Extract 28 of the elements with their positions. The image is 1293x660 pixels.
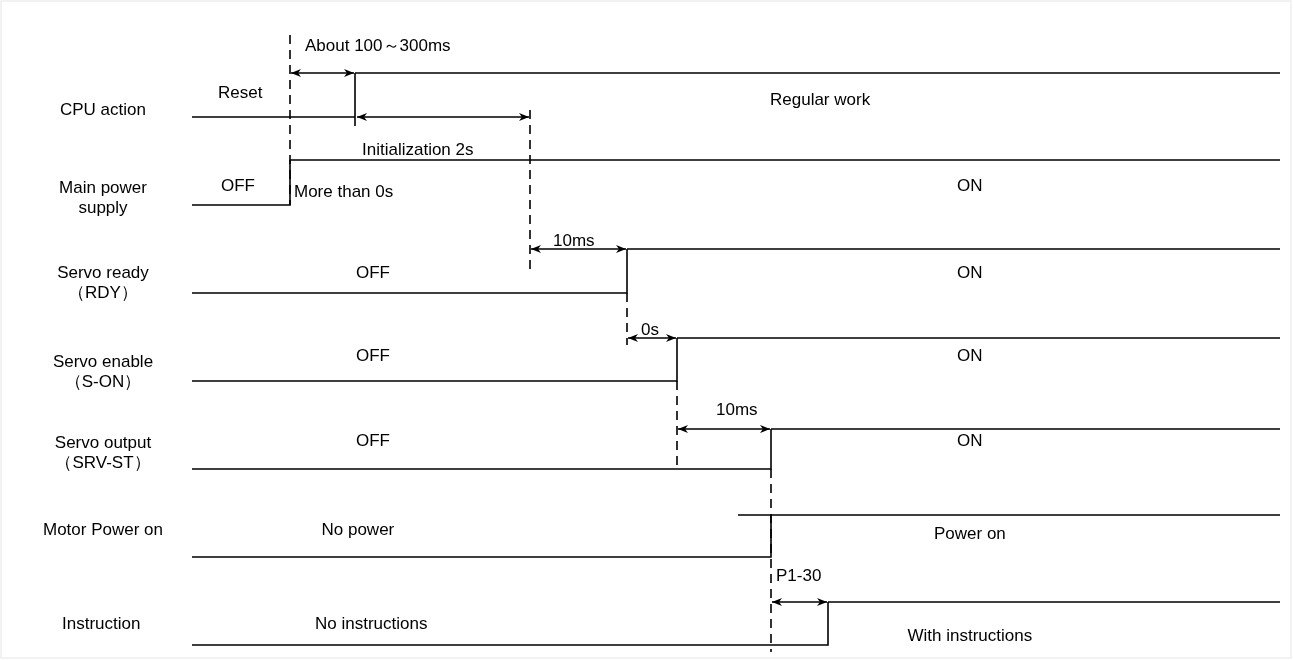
state-label: Power on <box>934 524 1006 544</box>
state-label: OFF <box>221 176 255 196</box>
signal-name: Motor Power on <box>43 520 163 540</box>
duration-label: 10ms <box>716 400 758 420</box>
duration-label: 10ms <box>553 231 595 251</box>
state-label: Regular work <box>770 90 871 110</box>
state-label: ON <box>957 176 983 196</box>
duration-label: Initialization 2s <box>362 140 474 160</box>
duration-label: More than 0s <box>294 182 394 202</box>
signal-name: CPU action <box>60 100 146 120</box>
state-label: ON <box>957 431 983 451</box>
state-label: With instructions <box>907 626 1033 646</box>
state-label: OFF <box>356 431 390 451</box>
state-label: No power <box>321 520 395 540</box>
state-label: No instructions <box>315 614 428 634</box>
signal-name: Servo enable （S-ON） <box>51 352 155 392</box>
state-label: Reset <box>218 83 263 103</box>
state-label: OFF <box>356 346 390 366</box>
signal-name: Servo output （SRV-ST） <box>53 433 153 473</box>
parameter-label: P1-30 <box>776 566 822 586</box>
signal-name: Instruction <box>62 614 141 634</box>
state-label: OFF <box>356 263 390 283</box>
state-label: ON <box>957 263 983 283</box>
state-label: ON <box>957 346 983 366</box>
duration-label: 0s <box>641 320 659 340</box>
duration-label: About 100～300ms <box>305 36 451 56</box>
signal-name: Servo ready （RDY） <box>56 263 150 303</box>
signal-name: Main power supply <box>58 178 148 218</box>
